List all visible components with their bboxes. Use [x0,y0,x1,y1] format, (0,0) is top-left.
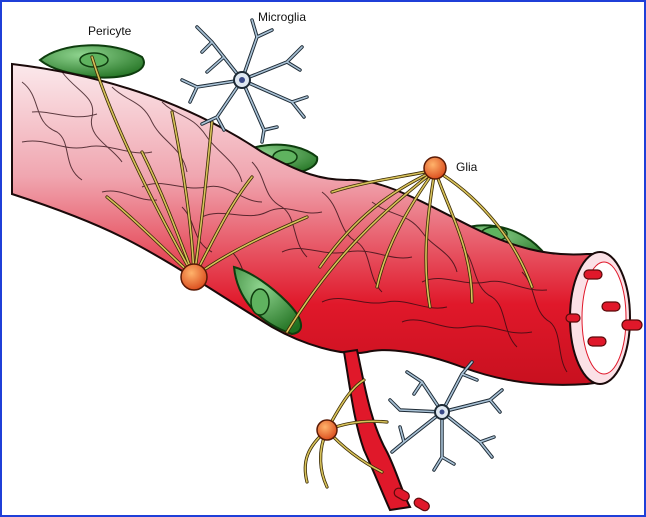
microglia-label: Microglia [258,10,306,24]
glia-label: Glia [456,160,477,174]
pericyte-label: Pericyte [88,24,131,38]
